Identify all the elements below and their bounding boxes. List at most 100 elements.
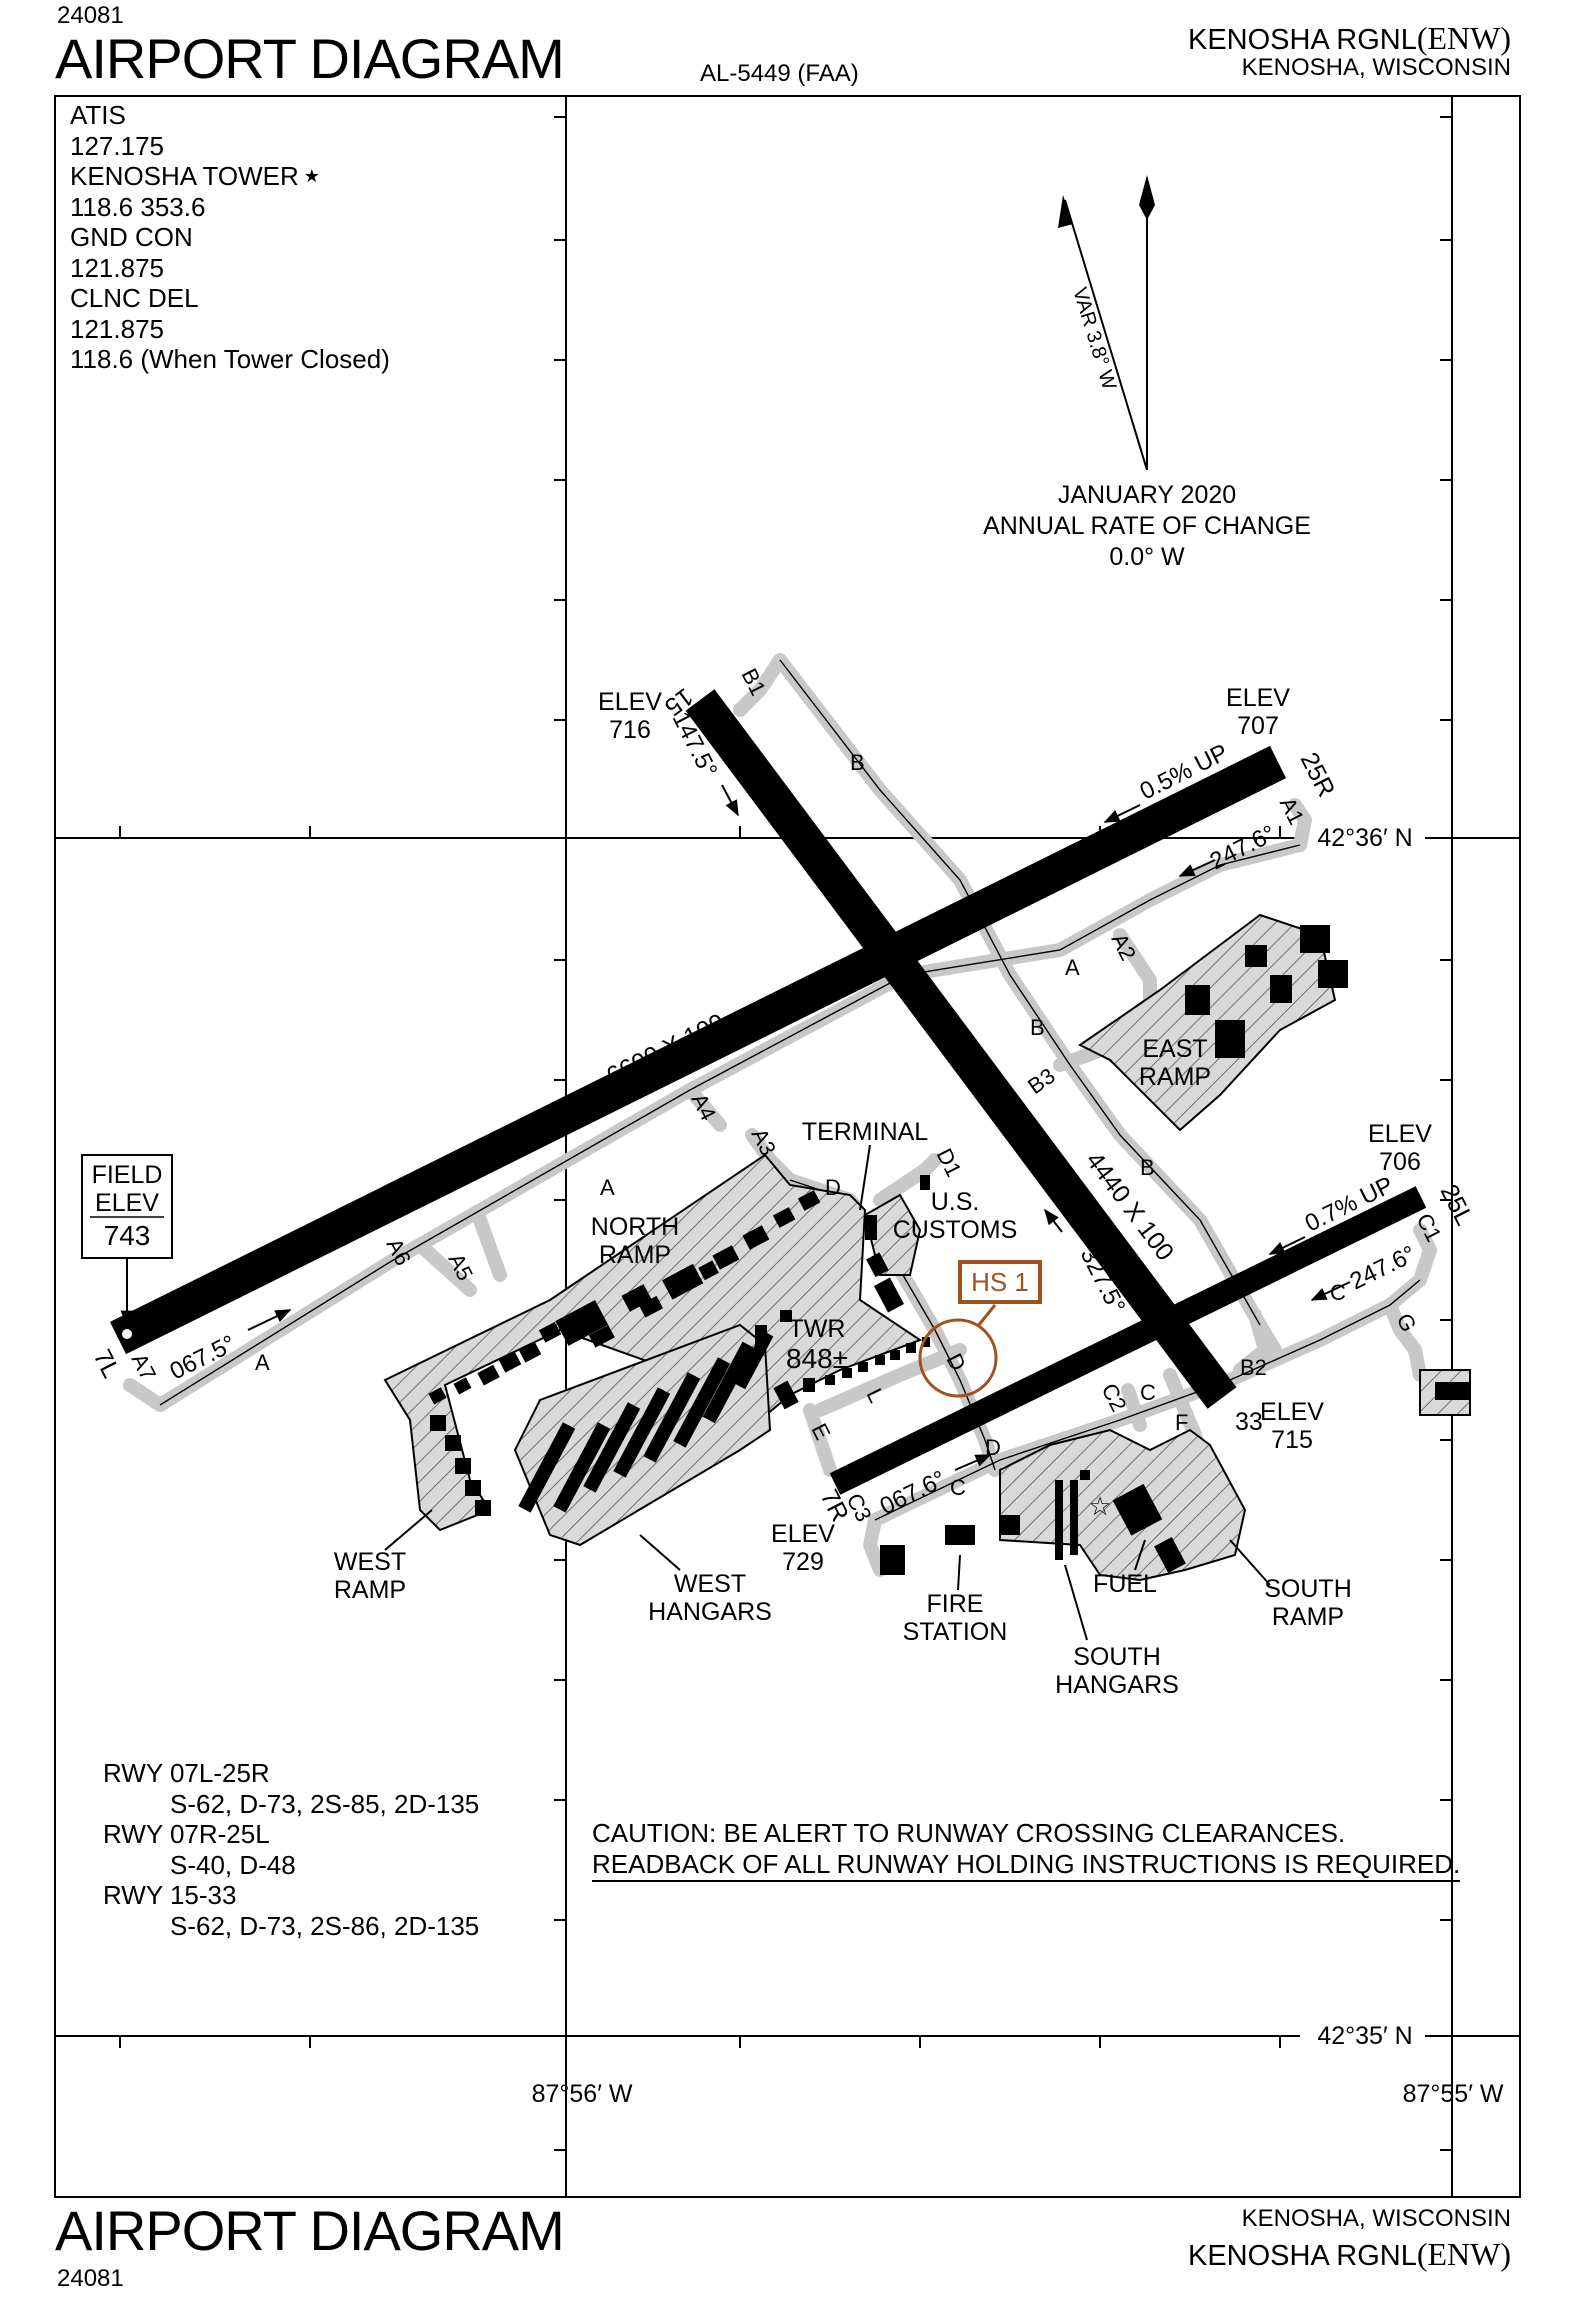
freq-line-clnc-value: 121.875 xyxy=(70,313,164,344)
fire-station-label-1: FIRE xyxy=(927,1590,984,1618)
hotspot-box xyxy=(958,1260,1042,1304)
taxiway-label-c: C xyxy=(1330,1280,1346,1305)
lat-upper-label: 42°36′ N xyxy=(1317,824,1412,852)
hotspot-label: HS 1 xyxy=(971,1267,1029,1297)
north-ramp-label-1: NORTH xyxy=(591,1213,679,1241)
customs-label-1: U.S. xyxy=(931,1188,980,1216)
taxiway-e xyxy=(803,1403,837,1477)
rwy-07r-heading: 067.6° xyxy=(876,1465,950,1520)
area-labels: TERMINAL U.S. CUSTOMS NORTH RAMP EAST RA… xyxy=(334,1035,1352,1699)
taxiway-a2 xyxy=(1113,928,1157,1007)
mag-rate-value: 0.0° W xyxy=(1109,543,1185,571)
page-title: AIRPORT DIAGRAM xyxy=(55,27,565,90)
taxiway-b3 xyxy=(1233,1308,1272,1377)
location-footer: KENOSHA, WISCONSIN xyxy=(1241,2205,1511,2232)
elev-value-716: 716 xyxy=(609,716,651,744)
taxiway-label-f: F xyxy=(1175,1410,1188,1435)
taxiway-a7 xyxy=(123,1378,167,1412)
footer-title: AIRPORT DIAGRAM xyxy=(55,2199,565,2262)
footer-airport-name: KENOSHA RGNL xyxy=(1187,2240,1417,2272)
taxiway-a1 xyxy=(1288,798,1312,852)
east-ramp-area xyxy=(1078,913,1337,1132)
runway-end-threshold-icon xyxy=(122,1329,132,1339)
taxiway-d1 xyxy=(873,1153,942,1207)
runway-07r-25l xyxy=(829,1186,1427,1495)
runway-15-33 xyxy=(685,689,1237,1409)
beacon-star-icon: ☆ xyxy=(1088,1491,1111,1521)
taxiway-label-c-south: C xyxy=(950,1475,966,1500)
taxiway-label-a-mid: A xyxy=(600,1175,615,1200)
elev-label-729: ELEV xyxy=(771,1520,835,1548)
west-ramp-label-1: WEST xyxy=(334,1548,406,1576)
location-header: KENOSHA, WISCONSIN xyxy=(1241,54,1511,81)
freq-line-tower-value: 118.6 353.6 xyxy=(70,191,206,222)
west-hangars-label-2: HANGARS xyxy=(648,1598,772,1626)
lon-right-label: 87°55′ W xyxy=(1403,2080,1504,2108)
rwy-25r-heading: 247.6° xyxy=(1206,820,1280,875)
freq-line-tower: KENOSHA TOWER ★ xyxy=(70,161,390,192)
airport-id: (ENW) xyxy=(1416,20,1511,56)
taxiway-a4 xyxy=(683,1083,727,1132)
elev-label-715: ELEV xyxy=(1260,1398,1324,1426)
elev-label-707: ELEV xyxy=(1226,684,1290,712)
frequencies-block: ATIS 127.175 KENOSHA TOWER ★ 118.6 353.6… xyxy=(70,100,390,375)
airport-name-header: KENOSHA RGNL(ENW) xyxy=(1188,20,1511,57)
footer-airport-id: (ENW) xyxy=(1416,2236,1511,2272)
caution-line-2: READBACK OF ALL RUNWAY HOLDING INSTRUCTI… xyxy=(592,1849,1461,1882)
taxiway-label-b-mid: B xyxy=(1030,1015,1045,1040)
taxiway-label-b3: B2 xyxy=(1240,1355,1267,1380)
west-ramp-label-2: RAMP xyxy=(334,1576,406,1604)
faa-id: AL-5449 (FAA) xyxy=(700,60,859,87)
west-hangars-label-1: WEST xyxy=(674,1570,746,1598)
field-elev-box xyxy=(81,1154,173,1259)
rwy-end-25r: 25R xyxy=(1295,748,1341,802)
taxiway-a6 xyxy=(413,1238,477,1297)
taxiway-label-b-south: B xyxy=(1140,1155,1155,1180)
taxiway-label-b: B xyxy=(850,750,865,775)
taxiway-b1 xyxy=(733,653,787,717)
freq-line-clnc: CLNC DEL xyxy=(70,283,199,313)
taxiway-label-c-mid: C xyxy=(1140,1380,1156,1405)
taxiway-label-a: A xyxy=(1065,955,1080,980)
freq-line-atis: ATIS xyxy=(70,100,126,130)
true-north-arrow-icon xyxy=(1139,175,1155,220)
caution-note: CAUTION: BE ALERT TO RUNWAY CROSSING CLE… xyxy=(592,1818,1461,1882)
taxiway-c3 xyxy=(863,1513,887,1577)
customs-label-2: CUSTOMS xyxy=(893,1216,1018,1244)
fuel-label: FUEL xyxy=(1093,1570,1157,1598)
hotspot-circle xyxy=(918,1318,998,1398)
taxiway-a5 xyxy=(473,1213,507,1282)
elev-value-707: 707 xyxy=(1237,712,1279,740)
taxiway-label-a-west: A xyxy=(255,1350,270,1375)
runway-strengths: RWY 07L-25R S-62, D-73, 2S-85, 2D-135 RW… xyxy=(103,1758,479,1941)
freq-line-gnd-value: 121.875 xyxy=(70,252,164,283)
mag-date: JANUARY 2020 xyxy=(1058,481,1236,509)
tower-name: KENOSHA TOWER xyxy=(70,161,299,191)
freq-line-clnc-note: 118.6 (When Tower Closed) xyxy=(70,344,390,374)
freq-line-atis-value: 127.175 xyxy=(70,130,164,161)
field-elev-value: 743 xyxy=(104,1220,151,1251)
taxiway-l xyxy=(813,1343,967,1417)
field-elev-label1: FIELD xyxy=(92,1161,163,1189)
fire-station-label-2: STATION xyxy=(903,1618,1008,1646)
chart-number: 24081 xyxy=(57,2,124,29)
south-hangars-label-2: HANGARS xyxy=(1055,1671,1179,1699)
elev-label-706: ELEV xyxy=(1368,1120,1432,1148)
taxiway-c2 xyxy=(1121,1383,1147,1432)
lat-lower-label: 42°35′ N xyxy=(1317,2022,1412,2050)
terminal-label: TERMINAL xyxy=(802,1118,929,1146)
field-elev-label2: ELEV xyxy=(95,1189,159,1217)
mag-rate-label: ANNUAL RATE OF CHANGE xyxy=(983,512,1311,540)
taxiway-label-d1: D1 xyxy=(932,1144,967,1180)
south-hangars-label-1: SOUTH xyxy=(1073,1643,1161,1671)
elev-value-729: 729 xyxy=(782,1548,824,1576)
chart-frame xyxy=(54,95,1521,2198)
west-hangar-strips xyxy=(518,1330,774,1513)
north-ramp-label-2: RAMP xyxy=(599,1241,671,1269)
strength-rwy-07r: RWY 07R-25L xyxy=(103,1819,270,1849)
runway-07l-25r xyxy=(109,745,1287,1355)
airport-name: KENOSHA RGNL xyxy=(1187,24,1417,56)
strength-rwy-15: RWY 15-33 xyxy=(103,1880,237,1910)
caution-line-1: CAUTION: BE ALERT TO RUNWAY CROSSING CLE… xyxy=(592,1818,1346,1848)
taxiway-label-d-south: D xyxy=(985,1435,1001,1460)
